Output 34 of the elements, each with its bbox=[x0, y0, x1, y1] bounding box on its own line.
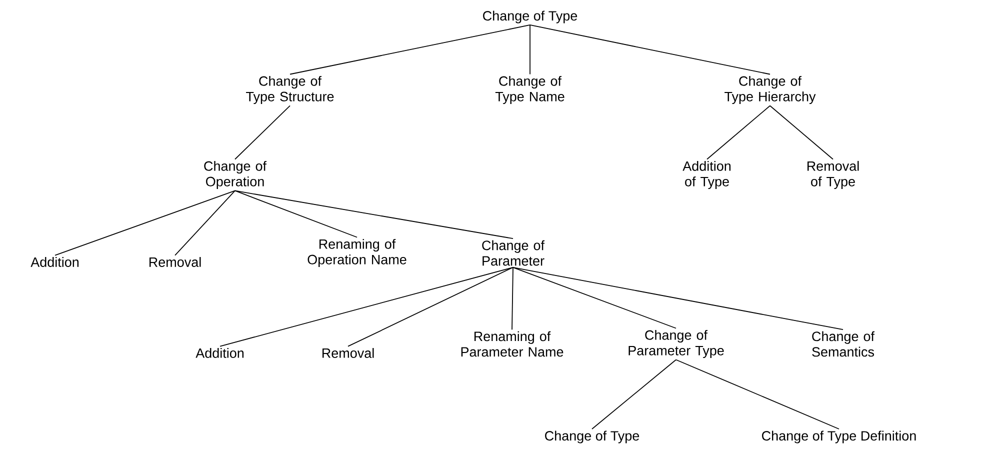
category-label: Change of Parameter bbox=[482, 240, 545, 266]
category-label: Change of Type bbox=[545, 430, 640, 444]
category-label: Change of Type Hierarchy bbox=[724, 76, 816, 104]
tree-line bbox=[676, 359, 840, 430]
category-label: Change of Type Definition bbox=[762, 430, 916, 444]
category-label: Renaming of Operation Name bbox=[308, 238, 406, 268]
category-label: Removal of Type bbox=[807, 160, 859, 190]
tree-line bbox=[348, 266, 514, 347]
category-label: Removal bbox=[322, 348, 374, 358]
tree-line bbox=[234, 190, 514, 240]
tree-line bbox=[706, 105, 770, 160]
tree-line bbox=[512, 266, 514, 330]
tree-line bbox=[234, 190, 358, 238]
tree-line bbox=[512, 266, 676, 329]
category-label: Removal bbox=[150, 257, 201, 267]
tree-line bbox=[54, 190, 236, 256]
tree-line bbox=[220, 266, 514, 347]
category-label: Change of Type Name bbox=[495, 76, 564, 104]
category-label: Change of Parameter Type bbox=[628, 330, 724, 358]
category-label: Change of Type Structure bbox=[246, 76, 334, 104]
tree-line bbox=[592, 359, 676, 430]
tree-line bbox=[234, 105, 290, 160]
tree-line bbox=[512, 266, 844, 330]
tree-line bbox=[530, 24, 770, 75]
tree-line bbox=[770, 105, 834, 160]
category-label: Change of Semantics bbox=[812, 331, 875, 357]
category-label: Renaming of Parameter Name bbox=[461, 331, 564, 357]
category-label: Change of Type bbox=[483, 10, 578, 24]
category-label: Addition bbox=[196, 348, 244, 358]
category-label: Addition bbox=[30, 257, 79, 267]
tree-line bbox=[174, 190, 236, 256]
category-label: Change of Operation bbox=[204, 160, 267, 190]
category-label: Addition of Type bbox=[682, 160, 731, 190]
tree-line bbox=[290, 24, 530, 75]
